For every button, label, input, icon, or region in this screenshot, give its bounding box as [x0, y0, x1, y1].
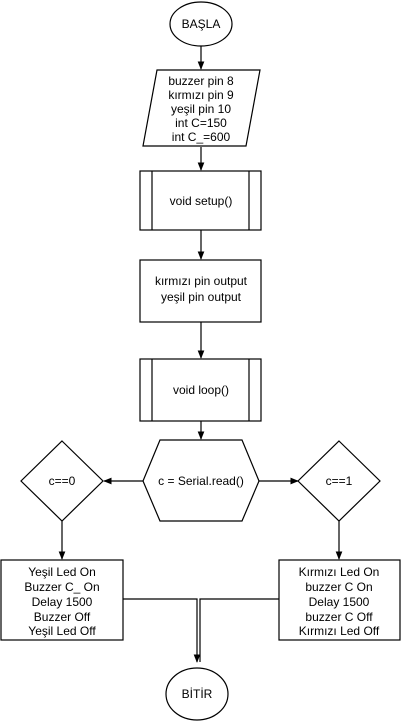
- green-line-5: Yeşil Led Off: [28, 624, 96, 638]
- vars-line-3: yeşil pin 10: [171, 102, 231, 116]
- red-line-5: Kırmızı Led Off: [299, 624, 380, 638]
- red-line-1: Kırmızı Led On: [299, 565, 380, 579]
- start-label: BAŞLA: [182, 17, 221, 31]
- decision-zero: c==0: [20, 440, 104, 522]
- vars-line-5: int C_=600: [172, 130, 231, 144]
- vars-line-1: buzzer pin 8: [168, 74, 234, 88]
- green-line-2: Buzzer C_ On: [24, 580, 99, 594]
- pins-line-2: yeşil pin output: [161, 290, 242, 304]
- end-node: BİTİR: [165, 667, 229, 721]
- red-line-4: buzzer C Off: [305, 610, 373, 624]
- setup-label: void setup(): [170, 194, 233, 208]
- decision-one-label: c==1: [326, 474, 353, 488]
- decision-one: c==1: [297, 440, 381, 522]
- loop-node: void loop(): [139, 358, 262, 422]
- red-line-3: Delay 1500: [309, 595, 370, 609]
- read-node: c = Serial.read(): [142, 439, 260, 522]
- connectors: [58, 46, 343, 663]
- green-line-3: Delay 1500: [32, 595, 93, 609]
- edge-green-to-merge: [123, 598, 201, 663]
- variables-node: buzzer pin 8 kırmızı pin 9 yeşil pin 10 …: [142, 69, 261, 147]
- vars-line-2: kırmızı pin 9: [168, 88, 234, 102]
- vars-line-4: int C=150: [175, 116, 227, 130]
- pins-line-1: kırmızı pin output: [155, 274, 248, 288]
- green-line-1: Yeşil Led On: [28, 565, 96, 579]
- loop-label: void loop(): [173, 383, 229, 397]
- end-label: BİTİR: [182, 687, 213, 701]
- setup-node: void setup(): [139, 170, 262, 231]
- edge-red-to-merge: [199, 598, 279, 662]
- red-line-2: buzzer C On: [305, 580, 372, 594]
- decision-zero-label: c==0: [49, 474, 76, 488]
- pins-node: kırmızı pin output yeşil pin output: [139, 259, 262, 323]
- red-led-block: Kırmızı Led On buzzer C On Delay 1500 bu…: [278, 559, 401, 641]
- green-led-block: Yeşil Led On Buzzer C_ On Delay 1500 Buz…: [0, 559, 124, 641]
- read-label: c = Serial.read(): [158, 474, 244, 488]
- start-node: BAŞLA: [169, 1, 233, 47]
- green-line-4: Buzzer Off: [34, 610, 91, 624]
